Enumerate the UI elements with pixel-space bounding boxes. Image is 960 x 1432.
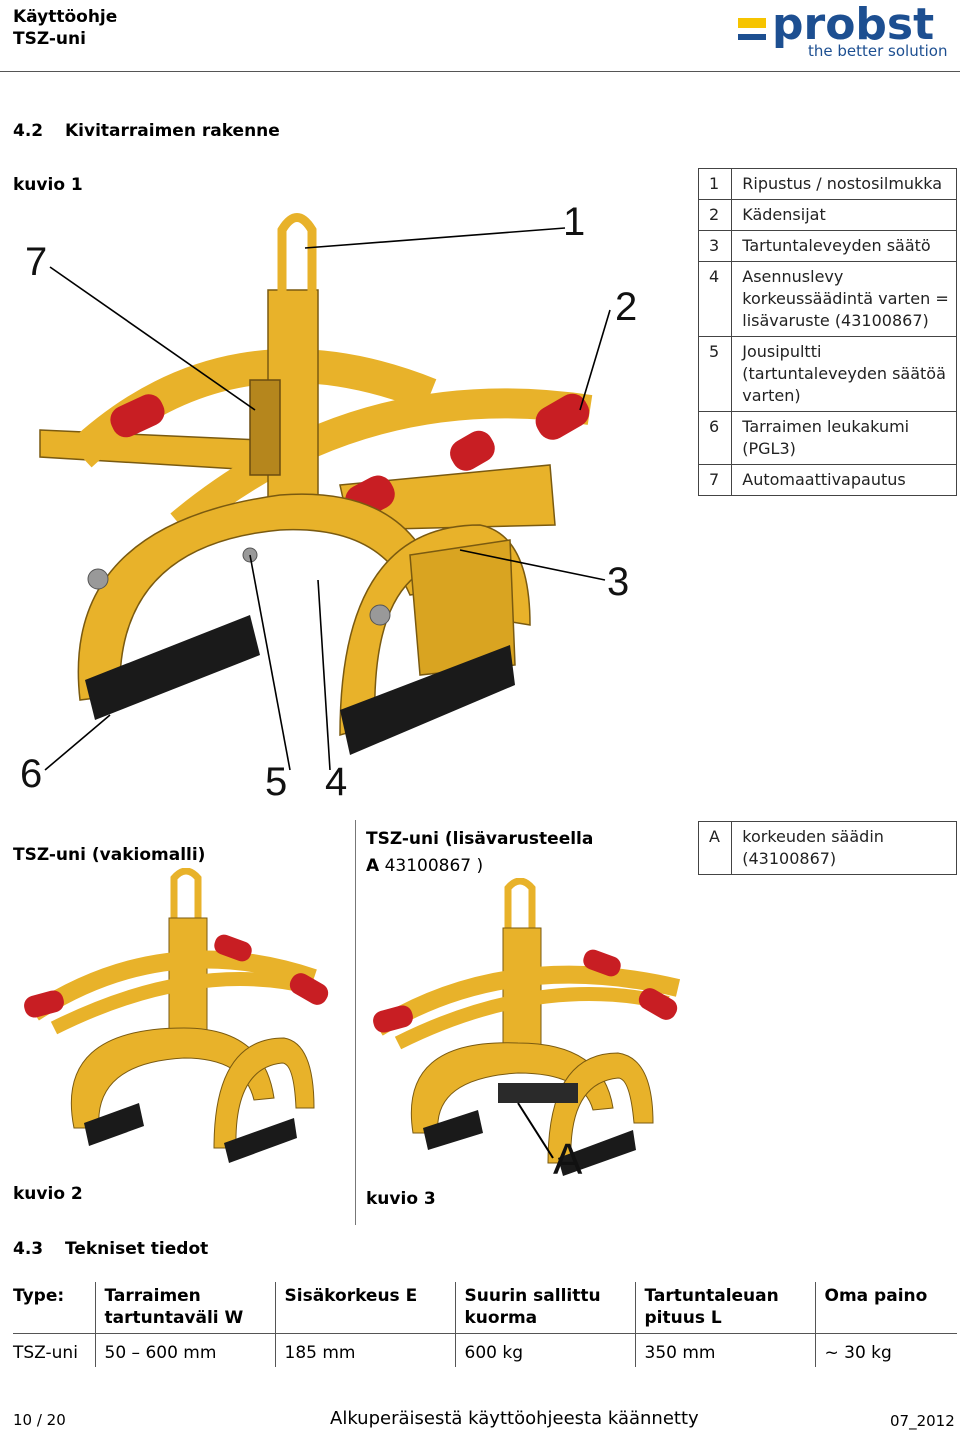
section-heading-4-2: 4.2 Kivitarraimen rakenne	[13, 121, 280, 141]
section-title: Tekniset tiedot	[65, 1239, 209, 1259]
logo-tagline: the better solution	[808, 42, 948, 60]
spec-table: Type: Tarraimen tartuntaväli W Sisäkorke…	[13, 1282, 957, 1367]
header-divider	[0, 71, 960, 72]
legend-text: Asennuslevy korkeussäädintä varten = lis…	[731, 261, 957, 337]
spec-cell: ~ 30 kg	[814, 1333, 957, 1367]
logo-wordmark: probst	[772, 0, 935, 50]
legend-text: korkeuden säädin (43100867)	[731, 821, 957, 875]
legend-number: 7	[697, 464, 733, 496]
spec-header-cell: Tartuntaleuan pituus L	[634, 1282, 815, 1334]
footer-page-number: 10 / 20	[13, 1411, 66, 1429]
section-number: 4.2	[13, 121, 44, 141]
figure3-illustration	[373, 878, 681, 1176]
spec-cell: 50 – 600 mm	[94, 1333, 275, 1367]
spec-header-cell: Oma paino	[814, 1282, 957, 1334]
callout-6: 6	[20, 752, 43, 796]
figure-separator	[355, 820, 356, 1225]
legend-text: Kädensijat	[731, 199, 957, 231]
logo-bar-blue	[738, 34, 766, 40]
spec-header-cell: Type:	[13, 1282, 95, 1334]
logo-bar-yellow	[738, 18, 766, 28]
section-number: 4.3	[13, 1239, 44, 1259]
document-title-line1: Käyttöohje	[13, 7, 118, 27]
legend-text: Tartuntaleveyden säätö	[731, 230, 957, 262]
figure3-title-number: 43100867 )	[379, 856, 484, 876]
section-heading-4-3: 4.3 Tekniset tiedot	[13, 1239, 208, 1259]
legend-number: 4	[697, 261, 733, 337]
legend-text: Tarraimen leukakumi (PGL3)	[731, 411, 957, 465]
document-title-line2: TSZ-uni	[13, 29, 86, 49]
callout-7: 7	[25, 240, 48, 284]
spec-data-row: TSZ-uni 50 – 600 mm 185 mm 600 kg 350 mm…	[13, 1333, 957, 1367]
spec-header-cell: Sisäkorkeus E	[274, 1282, 455, 1334]
callout-4: 4	[325, 760, 348, 804]
figure2-illustration	[24, 868, 329, 1163]
section-title: Kivitarraimen rakenne	[65, 121, 280, 141]
callout-2: 2	[615, 285, 638, 329]
legend-text: Jousipultti (tartuntaleveyden säätöä var…	[731, 336, 957, 412]
height-adjuster-part	[498, 1083, 578, 1103]
spec-header-cell: Tarraimen tartuntaväli W	[94, 1282, 275, 1334]
callout-3: 3	[607, 560, 630, 604]
figure1-caption: kuvio 1	[13, 175, 83, 195]
callout-leaders	[44, 227, 611, 771]
figure3-title-line2: A 43100867 )	[366, 856, 483, 876]
figure3-caption: kuvio 3	[366, 1189, 436, 1209]
callout-5: 5	[265, 760, 288, 804]
figure1-illustration	[39, 213, 611, 771]
legend-number: 3	[697, 230, 733, 262]
spec-header-cell: Suurin sallittu kuorma	[454, 1282, 635, 1334]
legend-number: 2	[697, 199, 733, 231]
legend-letter: A	[697, 821, 733, 875]
footer-note: Alkuperäisestä käyttöohjeesta käännetty	[330, 1408, 699, 1429]
spec-cell: 185 mm	[274, 1333, 455, 1367]
spec-cell: 350 mm	[634, 1333, 815, 1367]
probst-logo: probst the better solution	[738, 0, 950, 62]
callout-a: A	[553, 1135, 583, 1184]
legend-text: Automaattivapautus	[731, 464, 957, 496]
spec-cell: TSZ-uni	[13, 1343, 78, 1363]
gripper-illustration-large	[39, 213, 593, 755]
figure2-caption: kuvio 2	[13, 1184, 83, 1204]
callout-1: 1	[563, 200, 586, 244]
legend-number: 5	[697, 336, 733, 412]
document-title: Käyttöohje TSZ-uni	[13, 6, 117, 50]
spec-cell: 600 kg	[454, 1333, 635, 1367]
footer-date: 07_2012	[890, 1412, 955, 1430]
figure3-title-line1: TSZ-uni (lisävarusteella	[366, 829, 594, 849]
figure3-title-a: A	[366, 856, 380, 876]
legend-text: Ripustus / nostosilmukka	[731, 168, 957, 200]
figure2-title: TSZ-uni (vakiomalli)	[13, 845, 206, 865]
spec-header-row: Type: Tarraimen tartuntaväli W Sisäkorke…	[13, 1282, 957, 1334]
legend-number: 1	[697, 168, 733, 200]
legend-number: 6	[697, 411, 733, 465]
